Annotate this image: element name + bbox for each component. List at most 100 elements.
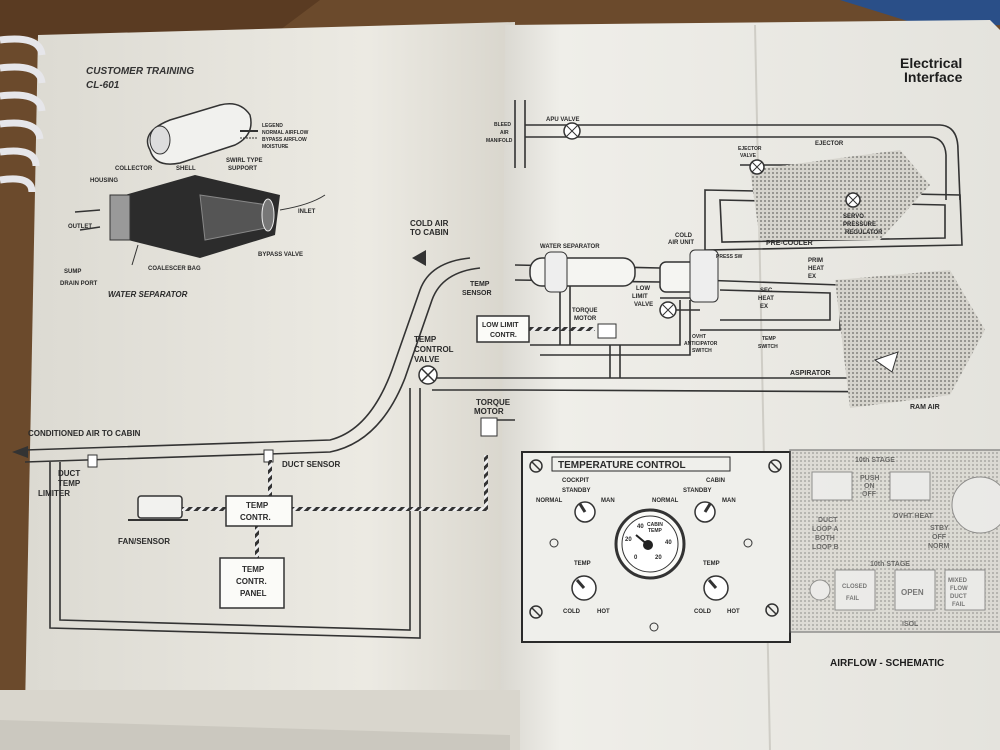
svg-text:BYPASS AIRFLOW: BYPASS AIRFLOW	[262, 137, 307, 143]
label-prim-3: EX	[808, 274, 816, 280]
label-shell: SHELL	[176, 166, 196, 172]
torque-motor-right	[597, 323, 617, 339]
label-torque-2: MOTOR	[474, 407, 504, 416]
label-low-limit-2: CONTR.	[490, 332, 517, 339]
label-tswitch-1: TEMP	[762, 336, 777, 342]
water-separator-illustration	[74, 103, 326, 266]
label-duct-temp-limiter-2: TEMP	[58, 479, 81, 488]
label-ovht-1: OVHT	[692, 334, 706, 340]
gauge-tick-1: 40	[637, 524, 644, 530]
panel-man-2: MAN	[722, 498, 736, 504]
svg-text:LEGEND: LEGEND	[262, 123, 283, 129]
label-ram-air: RAM AIR	[910, 404, 940, 411]
label-apu-valve: APU VALVE	[546, 117, 579, 123]
apu-valve	[563, 122, 581, 140]
label-cold-air-1: COLD AIR	[410, 219, 449, 228]
svg-text:NORMAL AIRFLOW: NORMAL AIRFLOW	[262, 130, 309, 136]
svg-text:DUCT: DUCT	[818, 517, 838, 524]
svg-text:OFF: OFF	[862, 491, 877, 498]
temp-control-valve	[418, 365, 438, 385]
label-coalescer-bag: COALESCER BAG	[148, 266, 201, 272]
label-llv-2: LIMIT	[632, 294, 648, 300]
label-prim-2: HEAT	[808, 266, 824, 272]
svg-text:MIXED: MIXED	[948, 578, 968, 584]
label-swirl2: SUPPORT	[228, 166, 257, 172]
gauge-tick-5: 40	[665, 540, 672, 546]
panel-normal-1: NORMAL	[536, 498, 563, 504]
svg-text:DUCT: DUCT	[950, 594, 967, 600]
svg-text:CLOSED: CLOSED	[842, 584, 868, 590]
label-ejector: EJECTOR	[815, 141, 844, 147]
gauge-tick-4: 20	[655, 555, 662, 561]
panel-temp-2: TEMP	[703, 561, 720, 567]
label-conditioned-air: CONDITIONED AIR TO CABIN	[28, 429, 141, 438]
svg-text:OFF: OFF	[932, 534, 947, 541]
label-duct-temp-limiter-1: DUCT	[58, 469, 80, 478]
label-sec-1: SEC	[760, 288, 773, 294]
label-sec-3: EX	[760, 304, 768, 310]
label-torque-r-1: TORQUE	[572, 308, 598, 314]
label-llv-3: VALVE	[634, 302, 653, 308]
separator-title: WATER SEPARATOR	[108, 290, 188, 299]
label-press-sw: PRESS SW	[716, 254, 743, 260]
label-aspirator: ASPIRATOR	[790, 370, 831, 377]
svg-text:FAIL: FAIL	[846, 596, 859, 602]
label-ejector-valve-1: EJECTOR	[738, 146, 762, 152]
bleed-panel-labels: 10th STAGE PUSH ON OFF OVHT HEAT STBY OF…	[812, 457, 968, 628]
label-tswitch-2: SWITCH	[758, 344, 778, 350]
label-torque-1: TORQUE	[476, 398, 511, 407]
label-duct-sensor: DUCT SENSOR	[282, 460, 340, 469]
low-limit-valve	[659, 301, 677, 319]
label-collector: COLLECTOR	[115, 166, 153, 172]
duct-temp-limiter	[87, 454, 98, 468]
panel-cabin: CABIN	[706, 478, 725, 484]
gauge-title-1: CABIN	[647, 522, 663, 528]
panel-cold-1: COLD	[563, 609, 581, 615]
svg-text:10th STAGE: 10th STAGE	[855, 457, 895, 464]
label-panel-2: CONTR.	[236, 577, 267, 586]
svg-text:STBY: STBY	[930, 525, 949, 532]
title-interface: Interface	[904, 69, 963, 85]
label-outlet: OUTLET	[68, 224, 92, 230]
label-panel-1: TEMP	[242, 565, 265, 574]
label-temp-contr-2: CONTR.	[240, 513, 271, 522]
label-bleed-3: MANIFOLD	[486, 138, 513, 144]
label-ovht-3: SWITCH	[692, 348, 712, 354]
gauge-tick-2: 20	[625, 537, 632, 543]
label-housing: HOUSING	[90, 178, 118, 184]
torque-motor-left	[480, 417, 498, 437]
cold-air-unit	[659, 249, 719, 303]
svg-text:LOOP B: LOOP B	[812, 544, 839, 551]
label-swirl1: SWIRL TYPE	[226, 158, 263, 164]
panel-temp-1: TEMP	[574, 561, 591, 567]
ejector-valve	[749, 159, 765, 175]
svg-text:FLOW: FLOW	[950, 586, 968, 592]
svg-text:ON: ON	[864, 483, 875, 490]
label-temp-contr-1: TEMP	[246, 501, 269, 510]
arrow-cold-air	[412, 250, 426, 266]
spiral-binding	[0, 35, 46, 193]
label-temp-sensor-2: SENSOR	[462, 290, 492, 297]
label-panel-3: PANEL	[240, 589, 267, 598]
temp-contr-box	[225, 495, 293, 527]
temp-contr-panel-box	[219, 557, 285, 609]
svg-text:BOTH: BOTH	[815, 535, 835, 542]
gauge-tick-3: 0	[634, 555, 638, 561]
water-separator-unit	[529, 251, 636, 293]
label-bypass-valve: BYPASS VALVE	[258, 252, 303, 258]
svg-text:OPEN: OPEN	[901, 588, 924, 597]
footer-airflow-schematic: AIRFLOW - SCHEMATIC	[830, 658, 944, 669]
label-drain-port: DRAIN PORT	[60, 281, 98, 287]
label-temp-sensor-1: TEMP	[470, 281, 490, 288]
panel-cockpit: COCKPIT	[562, 478, 589, 484]
label-cau-2: AIR UNIT	[668, 240, 694, 246]
label-tcv-3: VALVE	[414, 355, 440, 364]
label-tcv-1: TEMP	[414, 335, 437, 344]
label-water-separator: WATER SEPARATOR	[540, 244, 600, 250]
title-electrical: Electrical	[900, 55, 962, 71]
label-inlet: INLET	[298, 209, 316, 215]
svg-text:MOISTURE: MOISTURE	[262, 144, 289, 150]
aspirator-arrow	[873, 351, 899, 373]
panel-standby-1: STANDBY	[562, 488, 591, 494]
